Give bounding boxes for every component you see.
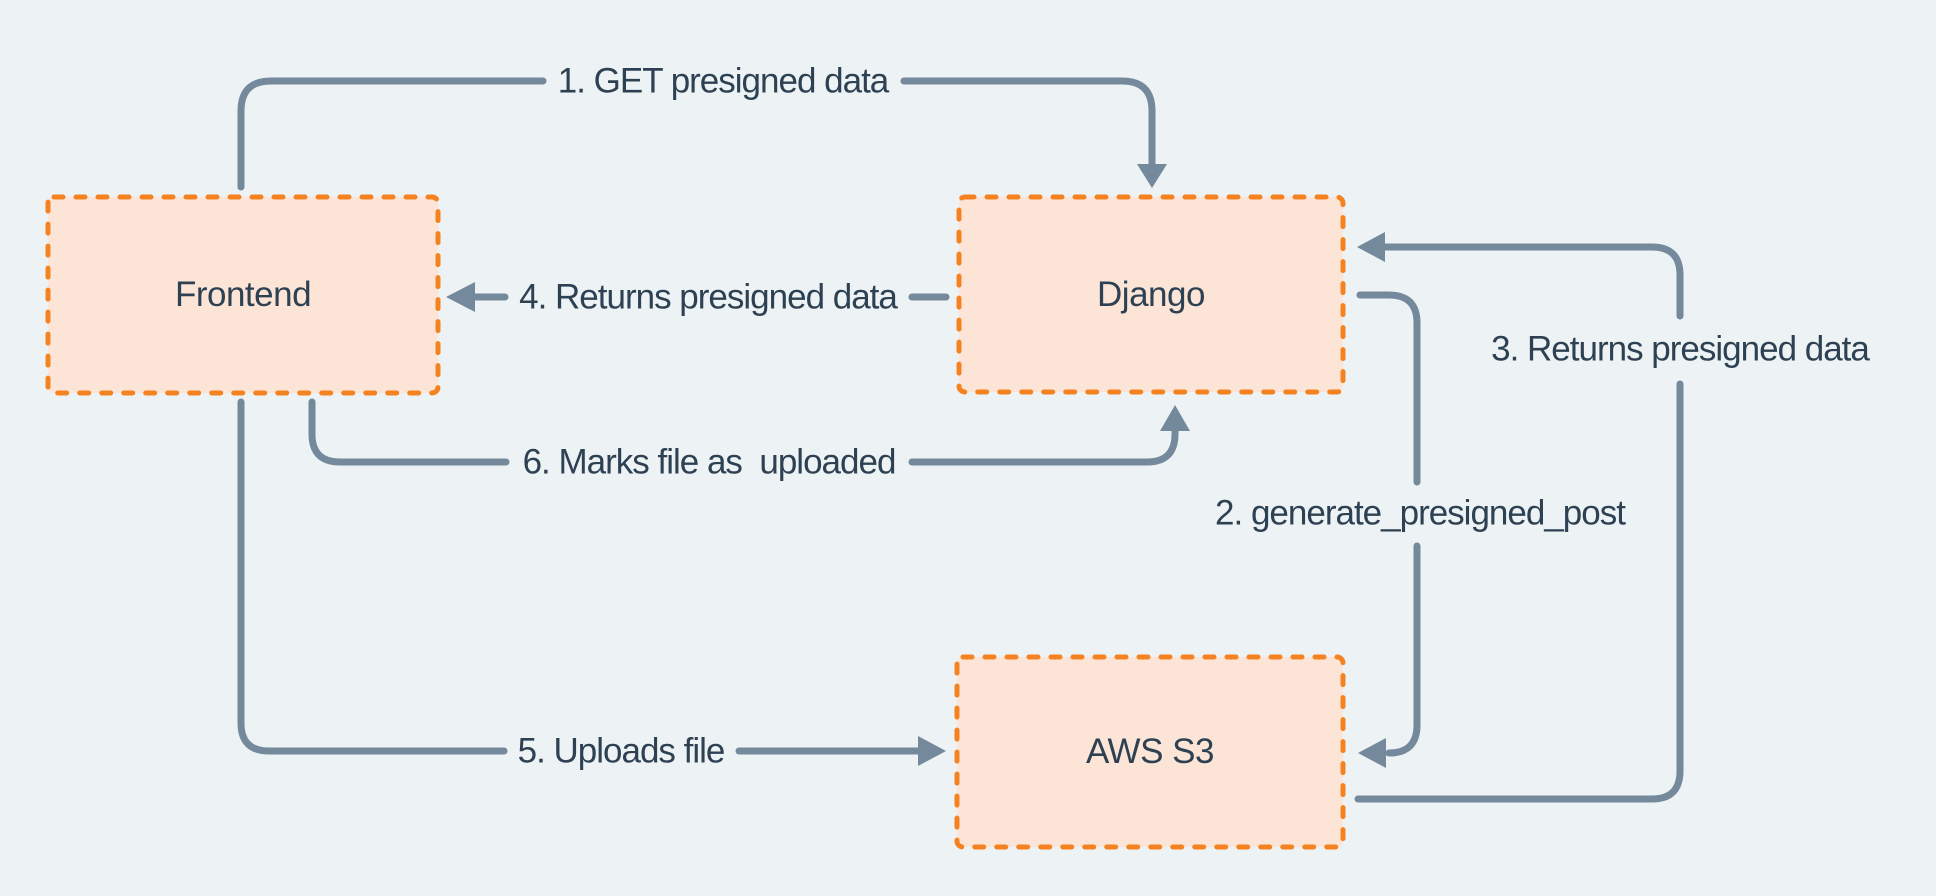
edge-3-line-end [1378, 243, 1684, 320]
node-django-label: Django [1097, 274, 1205, 314]
edge-1-arrowhead-icon [1137, 164, 1167, 188]
edge-2-arrowhead-icon [1358, 738, 1386, 768]
edge-1-line-start [237, 77, 547, 191]
node-frontend-label: Frontend [174, 275, 312, 314]
edge-4-label: 4. Returns presigned data [519, 277, 898, 317]
edge-6-label: 6. Marks file as uploaded [522, 442, 897, 482]
edge-5-arrowhead-icon [918, 736, 946, 766]
edge-5-label: 5. Uploads file [517, 731, 726, 771]
edge-2-line-start [1356, 291, 1421, 486]
edge-5-line-start [237, 398, 508, 755]
edge-3-label: 3. Returns presigned data [1491, 329, 1870, 369]
node-frontend: Frontend [48, 197, 438, 393]
edge-2-line-end [1385, 542, 1421, 757]
node-aws-s3-label: AWS S3 [1086, 732, 1214, 771]
edge-2-label: 2. generate_presigned_post [1215, 493, 1626, 533]
edge-6-line-end [908, 427, 1179, 466]
node-aws-s3: AWS S3 [957, 657, 1343, 847]
edge-3-arrowhead-icon [1357, 232, 1385, 262]
node-django: Django [959, 197, 1343, 392]
edge-6-arrowhead-icon [1160, 405, 1190, 431]
edge-4-arrowhead-icon [446, 282, 475, 312]
edge-6-line-start [308, 398, 510, 466]
edge-1-line-end [900, 77, 1156, 170]
edge-3-line-start [1354, 380, 1684, 803]
edge-1-label: 1. GET presigned data [557, 61, 890, 101]
